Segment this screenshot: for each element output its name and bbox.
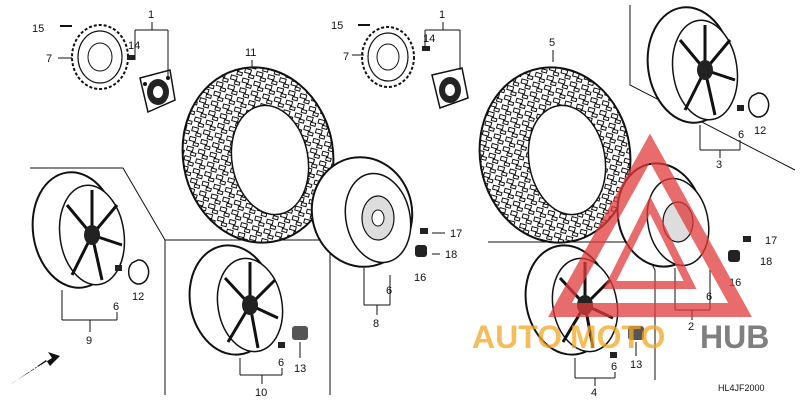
leader-lines-center [363, 232, 445, 315]
wheel-hub-right [431, 67, 469, 109]
watermark-text-left: AUTO [472, 319, 562, 355]
direction-label: FR. [26, 359, 44, 375]
steel-wheel-right [616, 162, 751, 268]
callout-15a: 15 [32, 23, 44, 35]
callout-9: 9 [86, 335, 92, 347]
callout-6a: 6 [738, 129, 744, 141]
tire-right [478, 50, 632, 244]
tire-left [181, 60, 335, 244]
brake-disc-right [361, 26, 415, 88]
leader-lines-bottom-left [239, 342, 301, 384]
callout-7a: 7 [46, 53, 52, 65]
callout-numbers: 1 1 2 3 4 5 6 6 6 6 6 6 7 7 8 9 10 11 12… [32, 9, 777, 399]
watermark-text-mid: MOTO [570, 319, 665, 355]
steel-wheel-center [310, 156, 428, 268]
alloy-wheel-left [31, 171, 150, 289]
leader-lines-top-mid [352, 22, 461, 70]
callout-11: 11 [245, 47, 256, 59]
callout-1b: 1 [439, 9, 445, 21]
callout-18a: 18 [445, 249, 457, 261]
callout-13a: 13 [294, 363, 306, 375]
callout-14a: 14 [128, 40, 140, 52]
leader-lines-bottom-right [574, 342, 637, 386]
callout-6c: 6 [278, 357, 284, 369]
callout-6b: 6 [113, 301, 119, 313]
brake-disc-left [71, 24, 129, 90]
alloy-wheel-top-right [646, 6, 770, 124]
callout-17a: 17 [450, 228, 462, 240]
callout-4: 4 [591, 387, 597, 399]
leader-lines-top-right [699, 125, 741, 158]
callout-16a: 16 [414, 272, 426, 284]
bolt-right [358, 24, 430, 51]
callout-7b: 7 [343, 51, 349, 63]
callout-18b: 18 [760, 256, 772, 268]
callout-12b: 12 [132, 291, 144, 303]
callout-8: 8 [373, 318, 379, 330]
callout-17b: 17 [765, 235, 777, 247]
watermark-logo: AUTO MOTO HUB [472, 133, 769, 355]
callout-6e: 6 [706, 291, 712, 303]
callout-1a: 1 [148, 9, 154, 21]
callout-15b: 15 [331, 20, 343, 32]
callout-10: 10 [255, 387, 267, 399]
front-direction-arrow: FR. [10, 352, 60, 385]
leader-lines-top-left [58, 22, 169, 78]
callout-3: 3 [716, 159, 722, 171]
wheel-hub-left [139, 69, 176, 114]
diagram-code: HL4JF2000 [718, 383, 765, 393]
callout-6f: 6 [611, 361, 617, 373]
callout-2: 2 [688, 321, 694, 333]
callout-13b: 13 [630, 359, 642, 371]
bolt-left [60, 25, 135, 60]
callout-12a: 12 [754, 125, 766, 137]
watermark-text-right: HUB [700, 319, 769, 355]
callout-14b: 14 [423, 33, 435, 45]
alloy-wheel-bottom-left [188, 244, 308, 356]
callout-6d: 6 [386, 285, 392, 297]
leader-lines-left [61, 290, 118, 332]
callout-5: 5 [549, 37, 555, 49]
